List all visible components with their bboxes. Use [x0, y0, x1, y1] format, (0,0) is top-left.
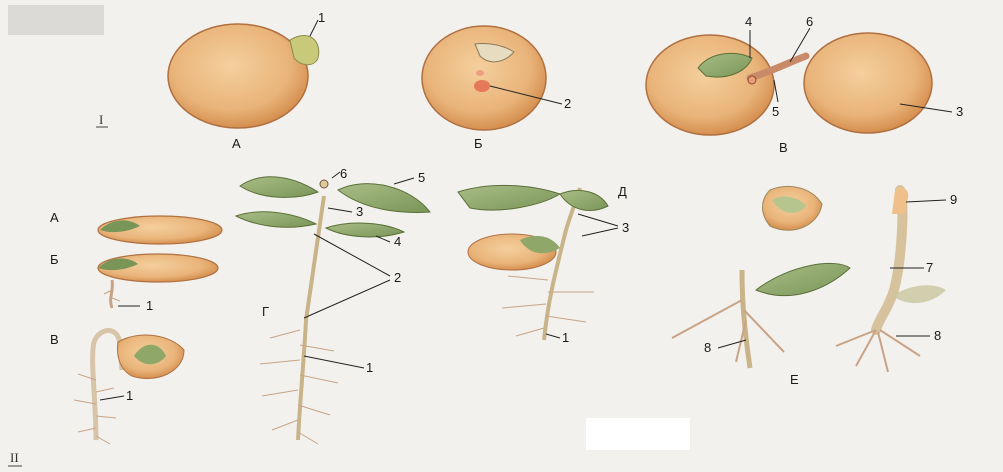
blank-patch [586, 418, 690, 450]
panel-label-e: Е [790, 372, 799, 387]
label-6-g: 6 [340, 166, 347, 181]
label-5-g: 5 [418, 170, 425, 185]
label-8-e-right: 8 [934, 328, 941, 343]
label-2-top: 2 [564, 96, 571, 111]
corner-mark [8, 5, 104, 35]
section-roman-bottom: II [10, 450, 19, 465]
label-7-e: 7 [926, 260, 933, 275]
label-1-g: 1 [366, 360, 373, 375]
seed-a [168, 20, 319, 128]
label-2-g: 2 [394, 270, 401, 285]
leader-line-1 [310, 20, 318, 36]
label-4-top: 4 [745, 14, 752, 29]
label-9-e: 9 [950, 192, 957, 207]
seed-b [422, 26, 562, 130]
label-3-g: 3 [356, 204, 363, 219]
seedling-d [458, 185, 618, 340]
panel-label-a-bottom: А [50, 210, 59, 225]
seedling-a [98, 216, 222, 244]
label-5-top: 5 [772, 104, 779, 119]
label-4-g: 4 [394, 234, 401, 249]
panel-label-v-bottom: В [50, 332, 59, 347]
label-1-d: 1 [562, 330, 569, 345]
seedling-b [98, 254, 218, 308]
label-3-top: 3 [956, 104, 963, 119]
panel-label-d: Д [618, 184, 627, 199]
leader-line-v1 [100, 396, 124, 400]
panel-label-g: Г [262, 304, 269, 319]
seed-v [646, 28, 952, 135]
panel-label-b-top: Б [474, 136, 483, 151]
label-6-top: 6 [806, 14, 813, 29]
panel-label-v-top: В [779, 140, 788, 155]
label-3-d: 3 [622, 220, 629, 235]
section-roman-top: I [99, 112, 103, 127]
seedling-e [672, 186, 946, 372]
label-1-top: 1 [318, 10, 325, 25]
panel-label-a-top: А [232, 136, 241, 151]
leader-line-5 [774, 80, 778, 102]
label-1-v: 1 [126, 388, 133, 403]
label-1-b: 1 [146, 298, 153, 313]
label-8-e-left: 8 [704, 340, 711, 355]
panel-label-b-bottom: Б [50, 252, 59, 267]
